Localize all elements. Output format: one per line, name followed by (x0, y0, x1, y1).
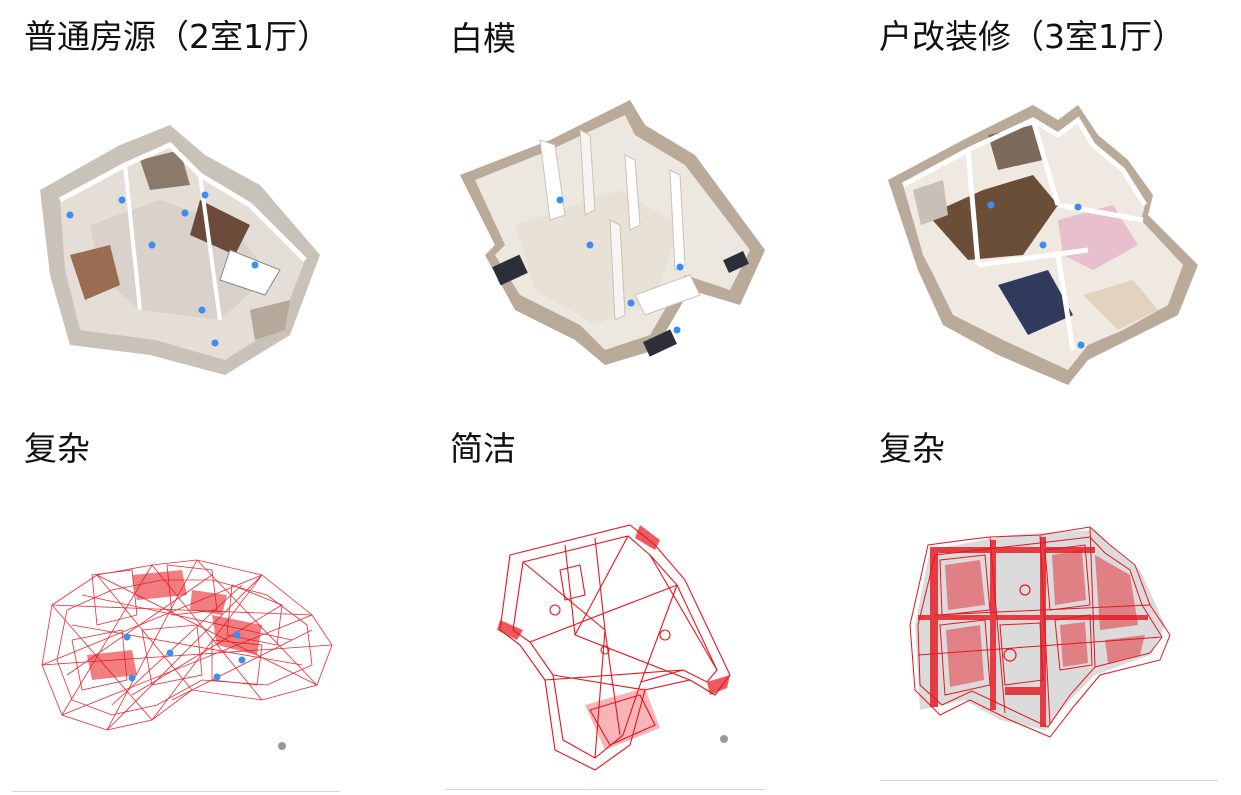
textured-floorplan-image (30, 105, 330, 385)
hotspot-marker (167, 650, 174, 657)
hotspot-marker (557, 197, 564, 204)
caption-complex-left: 复杂 (24, 432, 90, 465)
furnished-floorplan-image (883, 95, 1203, 385)
hotspot-marker (212, 340, 219, 347)
hotspot-marker (202, 192, 209, 199)
hotspot-marker (628, 300, 635, 307)
white-model-floorplan-image (455, 95, 770, 375)
hotspot-marker (677, 264, 684, 271)
hotspot-marker (1040, 242, 1047, 249)
dense-wireframe-image (12, 465, 342, 790)
hotspot-marker (234, 632, 241, 639)
panel-divider (12, 791, 340, 792)
simple-wireframe-image (445, 470, 765, 790)
hotspot-marker (182, 210, 189, 217)
hotspot-marker (674, 327, 681, 334)
hotspot-marker (239, 657, 246, 664)
hotspot-marker (587, 242, 594, 249)
caption-simple: 简洁 (450, 432, 516, 465)
hotspot-marker (124, 634, 131, 641)
caption-ordinary-listing: 普通房源（2室1厅） (24, 20, 330, 53)
pagination-dot (278, 742, 286, 750)
panel-divider (880, 780, 1218, 781)
hotspot-marker (67, 212, 74, 219)
hotspot-marker (129, 675, 136, 682)
pagination-dot (720, 735, 728, 743)
dense-furnished-wireframe-image (880, 465, 1220, 783)
hotspot-marker (149, 242, 156, 249)
caption-renovated-listing: 户改装修（3室1厅） (879, 20, 1185, 53)
hotspot-marker (214, 674, 221, 681)
hotspot-marker (119, 197, 126, 204)
hotspot-marker (988, 202, 995, 209)
caption-complex-right: 复杂 (879, 432, 945, 465)
hotspot-marker (199, 307, 206, 314)
panel-divider (445, 789, 765, 790)
hotspot-marker (252, 262, 259, 269)
hotspot-marker (1078, 342, 1085, 349)
hotspot-marker (1075, 204, 1082, 211)
caption-white-model: 白模 (450, 22, 516, 55)
